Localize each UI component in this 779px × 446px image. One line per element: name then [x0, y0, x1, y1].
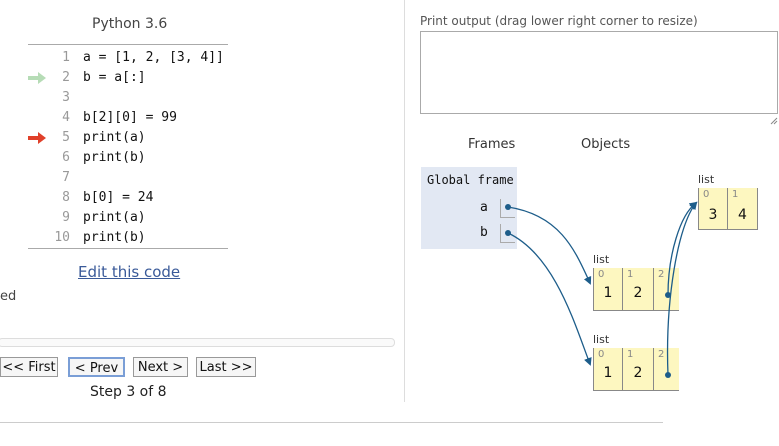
- variable-b: b: [480, 225, 488, 240]
- code-line: 9 print(a): [62, 210, 146, 225]
- list-b-cell-0: 0 1: [593, 348, 623, 391]
- resize-grip-icon[interactable]: [770, 117, 778, 125]
- pointer-a-to-list: [507, 206, 592, 285]
- frames-header: Frames: [468, 137, 516, 152]
- step-slider[interactable]: [0, 338, 395, 347]
- list-b-label: list: [593, 333, 610, 346]
- code-line: 1 a = [1, 2, [3, 4]]: [62, 50, 224, 65]
- list-a-cell-1: 1 2: [623, 268, 654, 311]
- code-line: 10 print(b): [54, 230, 146, 245]
- code-top-divider: [28, 44, 228, 45]
- objects-header: Objects: [581, 137, 631, 152]
- code-line: 8 b[0] = 24: [62, 190, 154, 205]
- list-b-cell-2: 2: [654, 348, 679, 391]
- variable-a: a: [480, 200, 488, 215]
- code-line: 3: [62, 90, 70, 105]
- inner-list-cell-1: 1 4: [728, 188, 758, 230]
- bottom-divider: [0, 422, 663, 423]
- list-b-cell-1: 1 2: [623, 348, 654, 391]
- first-button[interactable]: << First: [0, 357, 58, 377]
- next-line-arrow-icon: [28, 132, 46, 144]
- list-a-cell-2: 2: [654, 268, 679, 311]
- print-output-label: Print output (drag lower right corner to…: [420, 14, 698, 28]
- inner-list-label: list: [698, 173, 715, 186]
- variable-a-pointer-box: [500, 199, 515, 218]
- code-bottom-divider: [28, 248, 228, 249]
- next-button[interactable]: Next >: [133, 357, 188, 377]
- prev-button[interactable]: < Prev: [68, 357, 125, 377]
- inner-list-cell-0: 0 3: [698, 188, 728, 230]
- partial-status-text: ed: [0, 289, 17, 304]
- last-button[interactable]: Last >>: [196, 357, 256, 377]
- code-line: 2 b = a[:]: [28, 68, 228, 88]
- code-line: 5 print(a): [28, 128, 228, 148]
- pointer-b-to-list: [507, 232, 592, 366]
- step-counter: Step 3 of 8: [90, 384, 167, 400]
- global-frame: [421, 167, 517, 249]
- code-line: 4 b[2][0] = 99: [62, 110, 177, 125]
- language-label: Python 3.6: [92, 16, 168, 32]
- print-output-box[interactable]: [420, 31, 778, 114]
- list-a-cell-0: 0 1: [593, 268, 623, 311]
- list-a-label: list: [593, 253, 610, 266]
- global-frame-title: Global frame: [427, 173, 514, 187]
- code-line: 7: [62, 170, 70, 185]
- code-line: 6 print(b): [62, 150, 146, 165]
- prev-line-arrow-icon: [28, 72, 46, 84]
- edit-code-link[interactable]: Edit this code: [78, 263, 181, 281]
- variable-b-pointer-box: [500, 224, 515, 243]
- panel-divider: [404, 0, 405, 402]
